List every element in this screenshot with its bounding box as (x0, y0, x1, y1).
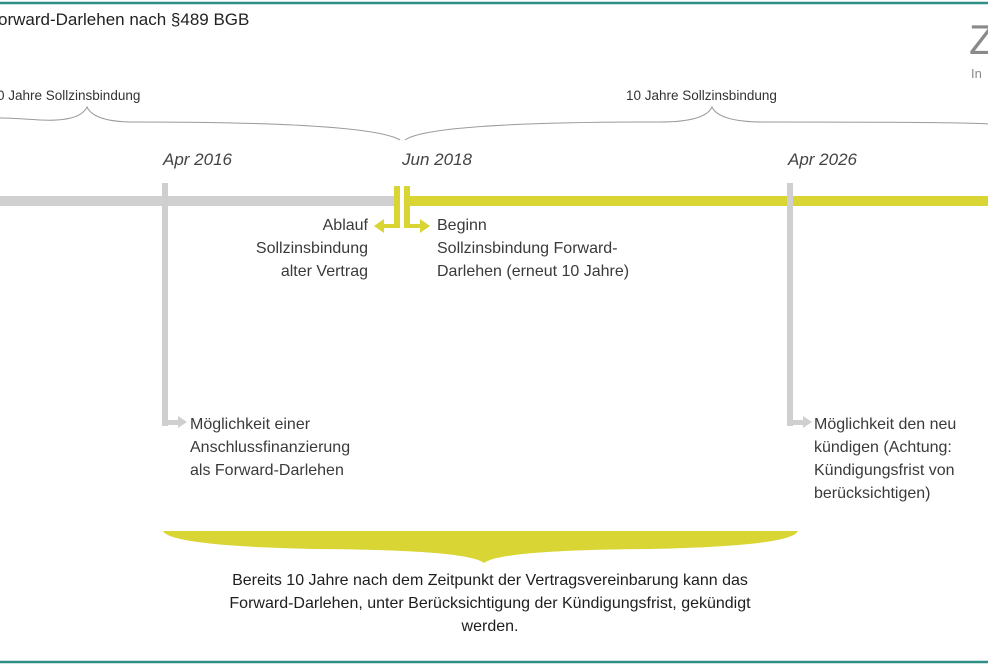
arrow-ablauf-shaft (382, 224, 394, 228)
bottom-explanation-line: Bereits 10 Jahre nach dem Zeitpunkt der … (232, 572, 748, 589)
bottom-explanation-line: Forward-Darlehen, unter Berücksichtigung… (229, 595, 751, 612)
left-brace (0, 105, 401, 141)
date-apr-2016: Apr 2016 (163, 150, 232, 169)
note-kuendigung-line: berücksichtigen) (814, 485, 931, 502)
date-apr-2026: Apr 2026 (788, 150, 857, 169)
arrow-beginn-head (420, 219, 430, 233)
date-jun-2018: Jun 2018 (402, 150, 472, 169)
bottom-explanation-line: werden. (461, 618, 519, 635)
bottom-yellow-brace (163, 531, 798, 563)
note-kuendigung-line: kündigen (Achtung: (814, 439, 952, 456)
note-anschluss: Möglichkeit einer Anschlussfinanzierung … (190, 413, 350, 482)
note-anschluss-line: als Forward-Darlehen (190, 462, 344, 479)
note-kuendigung-line: Möglichkeit den neu (814, 416, 957, 433)
marker-beginn-stem (404, 186, 410, 228)
note-anschluss-line: Anschlussfinanzierung (190, 439, 351, 456)
right-brace (404, 105, 988, 141)
marker-apr2026-foot (787, 420, 805, 425)
note-ablauf-line: Ablauf (322, 217, 368, 234)
note-anschluss-line: Möglichkeit einer (190, 416, 311, 433)
bottom-explanation: Bereits 10 Jahre nach dem Zeitpunkt der … (140, 569, 840, 638)
logo-subtitle: In (971, 66, 982, 81)
timeline-gray-segment (0, 196, 394, 206)
note-beginn-line: Beginn (437, 217, 487, 234)
note-beginn-line: Darlehen (erneut 10 Jahre) (437, 263, 630, 280)
marker-apr2016-foot (162, 420, 180, 425)
note-beginn: Beginn Sollzinsbindung Forward- Darlehen… (437, 214, 629, 283)
logo-letter: Z (969, 16, 988, 63)
right-brace-label: 10 Jahre Sollzinsbindung (626, 88, 777, 103)
marker-apr2026-arrow (803, 416, 812, 428)
note-ablauf-line: alter Vertrag (280, 263, 368, 280)
note-beginn-line: Sollzinsbindung Forward- (437, 240, 618, 257)
marker-ablauf-stem (394, 186, 400, 228)
note-kuendigung: Möglichkeit den neu kündigen (Achtung: K… (814, 413, 956, 505)
marker-apr2016-stem (162, 183, 168, 426)
note-kuendigung-line: Kündigungsfrist von (814, 462, 955, 479)
marker-apr2026-stem (787, 183, 793, 426)
note-ablauf: Ablauf Sollzinsbindung alter Vertrag (210, 214, 368, 283)
diagram-title: orward-Darlehen nach §489 BGB (0, 10, 250, 29)
note-ablauf-line: Sollzinsbindung (255, 240, 368, 257)
left-brace-label: 0 Jahre Sollzinsbindung (0, 88, 141, 103)
marker-apr2016-arrow (178, 416, 187, 428)
timeline-yellow-segment (406, 196, 988, 206)
arrow-beginn-shaft (410, 224, 422, 228)
arrow-ablauf-head (374, 219, 384, 233)
